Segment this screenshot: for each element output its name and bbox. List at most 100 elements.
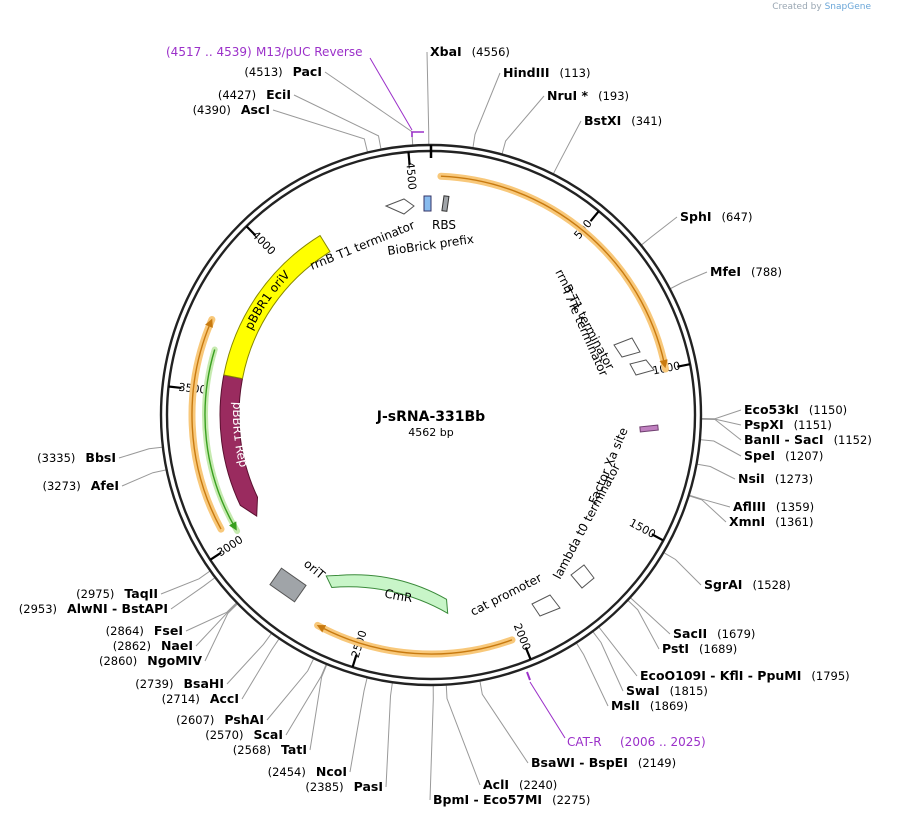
- site-leader: [592, 631, 624, 692]
- restriction-site: BanII - SacI (1152): [744, 432, 872, 447]
- site-leader: [426, 51, 430, 145]
- site-leader: [285, 664, 327, 736]
- site-leader: [700, 439, 742, 457]
- site-name: EciI: [266, 87, 291, 102]
- plasmid-length: 4562 bp: [408, 426, 453, 439]
- site-name: AflIII: [733, 499, 766, 514]
- site-leader: [160, 570, 210, 595]
- orf-arc-bottom-line: [316, 624, 513, 655]
- site-leader: [118, 446, 162, 459]
- site-name: PasI: [354, 779, 383, 794]
- snapgene-credit: Created by SnapGene: [772, 2, 871, 12]
- site-name: PspXI: [744, 417, 784, 432]
- site-name: PshAI: [224, 712, 264, 727]
- site-name: XbaI: [430, 44, 462, 59]
- site-position: (2275): [552, 793, 590, 807]
- m13-primer-mark: [411, 131, 424, 137]
- rrnb-t1-terminator-shape-right: [613, 337, 641, 358]
- site-name: Eco53kI: [744, 402, 799, 417]
- orit-label: oriT: [301, 557, 328, 583]
- site-position: (1869): [650, 699, 688, 713]
- orit-feature: [269, 567, 307, 603]
- ruler-tick: [677, 363, 691, 368]
- restriction-site: MfeI(788): [710, 264, 782, 279]
- restriction-site: PspXI(1151): [744, 417, 832, 432]
- ruler-tick-label: 3000: [215, 533, 246, 559]
- restriction-site: (2953)AlwNI - BstAPI: [19, 601, 168, 616]
- site-name: SpeI: [744, 448, 775, 463]
- cat-r-primer-mark: [526, 671, 531, 681]
- site-leader: [266, 658, 314, 721]
- restriction-site: AflIII (1359): [733, 499, 814, 514]
- m13-primer-leader: [369, 57, 413, 131]
- cat-promoter-shape: [531, 594, 561, 617]
- site-name: EcoO109I - KflI - PpuMI: [640, 668, 801, 683]
- site-leader: [272, 109, 368, 152]
- site-leader: [385, 683, 393, 788]
- site-position: (4513): [244, 65, 282, 79]
- ruler-tick: [168, 385, 182, 390]
- site-leader: [689, 494, 731, 508]
- pbbr1-oriv-feature: [223, 234, 331, 380]
- site-leader: [701, 409, 742, 420]
- orf-arc-left-green-line: [204, 349, 237, 531]
- site-name: BsaWI - BspEI: [531, 755, 628, 770]
- site-position: (1152): [834, 433, 872, 447]
- site-leader: [309, 664, 328, 751]
- site-name: NgoMIV: [147, 653, 202, 668]
- site-name: NsiI: [738, 471, 765, 486]
- rbs-shape: [441, 195, 450, 212]
- site-leader: [641, 216, 678, 246]
- ruler-tick-label: 4500: [403, 161, 418, 190]
- site-position: (2607): [176, 713, 214, 727]
- site-name: HindIII: [503, 65, 550, 80]
- restriction-site: BsaWI - BspEI (2149): [531, 755, 676, 770]
- site-position: (2149): [638, 756, 676, 770]
- site-name: NruI *: [547, 88, 589, 103]
- restriction-site: NsiI(1273): [738, 471, 813, 486]
- restriction-site: (2864)FseI: [106, 623, 183, 638]
- site-position: (2385): [305, 780, 343, 794]
- site-position: (2975): [76, 587, 114, 601]
- site-leader: [627, 600, 660, 650]
- site-name: BanII - SacI: [744, 432, 824, 447]
- restriction-site: SgrAI(1528): [704, 577, 791, 592]
- site-position: (193): [598, 89, 629, 103]
- ruler-tick: [209, 551, 222, 561]
- cmr-feature: [325, 574, 449, 615]
- site-position: (2454): [268, 765, 306, 779]
- site-position: (647): [722, 210, 753, 224]
- restriction-site: PstI(1689): [662, 641, 737, 656]
- site-name: BsaHI: [183, 676, 224, 691]
- site-name: SphI: [680, 209, 712, 224]
- ruler-tick: [589, 210, 600, 222]
- restriction-site: (3335)BbsI: [37, 450, 116, 465]
- site-position: (2568): [233, 743, 271, 757]
- site-name: PacI: [293, 64, 322, 79]
- site-name: TaqII: [124, 586, 158, 601]
- site-position: (3335): [37, 451, 75, 465]
- restriction-site: SwaI(1815): [626, 683, 708, 698]
- site-position: (1359): [776, 500, 814, 514]
- site-position: (2862): [113, 639, 151, 653]
- restriction-site: NruI * (193): [547, 88, 629, 103]
- restriction-site: (2454) NcoI: [268, 764, 347, 779]
- site-leader: [241, 638, 280, 700]
- factor-xa-site-shape: [639, 424, 659, 433]
- site-position: (113): [560, 66, 591, 80]
- site-leader: [576, 643, 609, 707]
- ruler-tick: [651, 533, 664, 542]
- site-leader: [553, 120, 582, 174]
- restriction-site-labels: XbaI(4556)HindIII(113)NruI *(193)BstXI(3…: [19, 44, 872, 807]
- restriction-site: SpeI(1207): [744, 448, 823, 463]
- pbbr1-rep-feature: [219, 374, 259, 517]
- orf-arc-left-line: [191, 318, 222, 530]
- restriction-site: (4513) PacI: [244, 64, 322, 79]
- lambda-t0-terminator-label: lambda t0 terminator: [550, 461, 623, 581]
- site-name: NcoI: [316, 764, 347, 779]
- site-leader: [501, 95, 545, 154]
- site-leader: [701, 418, 742, 441]
- site-name: TatI: [281, 742, 307, 757]
- restriction-site: HindIII (113): [503, 65, 590, 80]
